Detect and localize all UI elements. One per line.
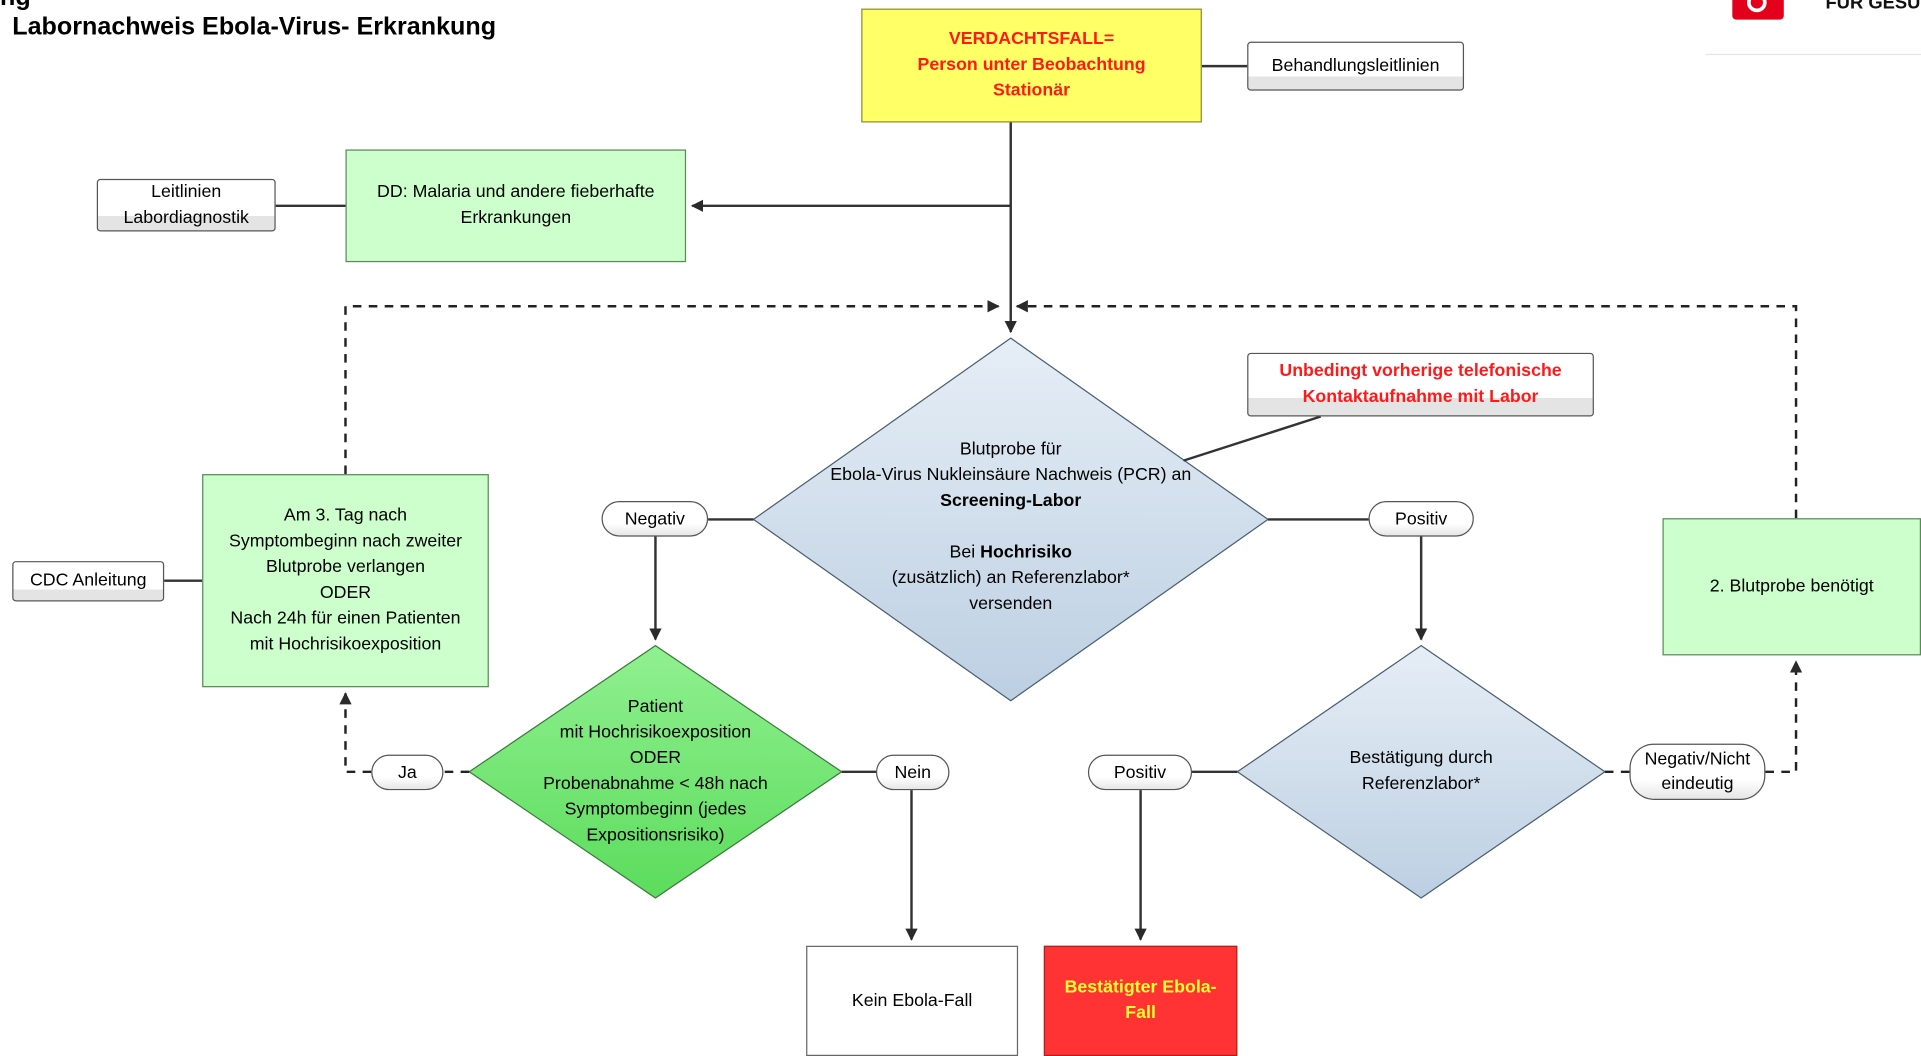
verdachtsfall-box: VERDACHTSFALL= Person unter Beobachtung … — [861, 8, 1202, 123]
bestaetigter-ebola-fall-box: Bestätigter Ebola- Fall — [1043, 945, 1238, 1056]
hochrisiko-diamond — [468, 644, 843, 899]
edge-kontakt-blutprobe — [1183, 415, 1322, 462]
leitlinien-labordiagnostik-note: Leitlinien Labordiagnostik — [96, 178, 276, 232]
kein-ebola-fall-box: Kein Ebola-Fall — [806, 945, 1019, 1056]
bestaetigung-diamond-text: Bestätigung durch Referenzlabor* — [1349, 748, 1493, 794]
screening-line-3: Screening-Labor — [940, 490, 1082, 511]
edge-ja-am3tag — [339, 692, 372, 774]
logo-ring-icon — [1747, 0, 1767, 13]
am-3-tag-box: Am 3. Tag nach Symptombeginn nach zweite… — [202, 474, 489, 688]
negativ-nicht-eindeutig-pill: Negativ/Nicht eindeutig — [1629, 743, 1766, 800]
hochrisiko-diamond-text: Patient mit Hochrisikoexposition ODER Pr… — [543, 697, 768, 846]
screening-line-4-prefix: Bei — [949, 542, 981, 562]
screening-line-5: (zusätzlich) an Referenzlabor* — [891, 567, 1130, 588]
page-title: Labornachweis Ebola-Virus- Erkrankung — [12, 12, 497, 41]
edge-negativ-zweite-blutprobe — [1765, 660, 1803, 774]
edge-zweite-blutprobe-loop — [1015, 300, 1798, 519]
kontaktaufnahme-note: Unbedingt vorherige telefonische Kontakt… — [1247, 352, 1594, 417]
ja-label-pill: Ja — [371, 754, 444, 791]
screening-diamond — [752, 337, 1270, 702]
nein-label-pill: Nein — [875, 754, 950, 791]
screening-line-6: versenden — [969, 593, 1053, 614]
referenzlabor-diamond — [1236, 644, 1607, 899]
logo-divider — [1705, 53, 1921, 56]
zweite-blutprobe-box: 2. Blutprobe benötigt — [1662, 518, 1921, 656]
logo-text: FÜR GESU — [1825, 0, 1921, 14]
screening-line-4-bold: Hochrisiko — [980, 542, 1072, 562]
positiv-bestaetigung-pill: Positiv — [1087, 754, 1193, 791]
positiv-label-pill: Positiv — [1368, 501, 1474, 537]
negativ-label-pill: Negativ — [601, 501, 709, 537]
screening-line-2: Ebola-Virus Nukleinsäure Nachweis (PCR) … — [830, 464, 1192, 485]
title-prefix: ng — [0, 0, 31, 12]
screening-line-1: Blutprobe für — [959, 439, 1062, 459]
behandlungsleitlinien-note: Behandlungsleitlinien — [1247, 41, 1465, 91]
dd-malaria-box: DD: Malaria und andere fieberhafte Erkra… — [345, 149, 687, 263]
cdc-anleitung-note: CDC Anleitung — [12, 561, 165, 602]
screening-diamond-text: Blutprobe für Ebola-Virus Nukleinsäure N… — [784, 431, 1237, 622]
screening-line-4: Bei Hochrisiko — [950, 540, 1072, 566]
